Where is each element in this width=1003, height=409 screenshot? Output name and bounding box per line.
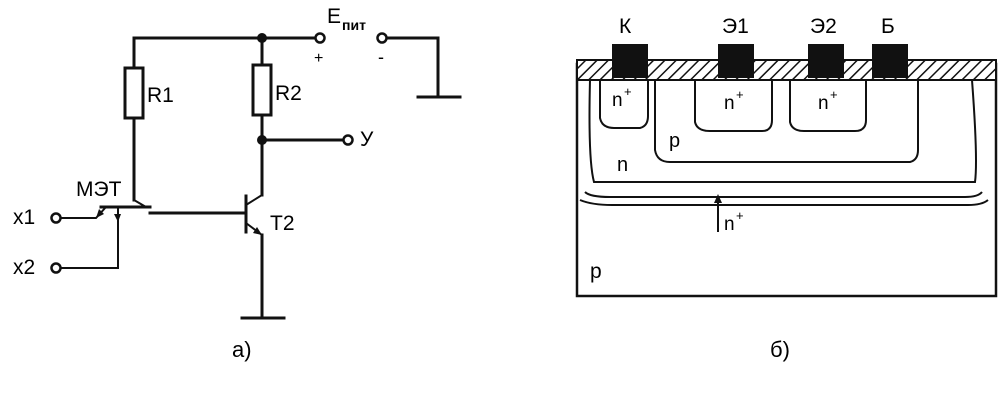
minus-sign-label: -: [378, 47, 384, 67]
contact-e2: [808, 44, 844, 78]
n-plus-buried-label: n: [724, 214, 735, 235]
t2-collector-lead: [245, 194, 263, 206]
supply-ground-wire: [385, 36, 440, 99]
contact-b-label: Б: [881, 15, 895, 38]
n-plus-collector-sup: +: [624, 84, 632, 99]
circuit-caption: а): [232, 337, 252, 362]
n-plus-e2-label: n: [818, 93, 829, 114]
supply-minus-terminal: [376, 32, 388, 44]
contact-e2-label: Э2: [810, 15, 837, 38]
n-plus-buried-layer-bottom: [579, 199, 989, 206]
n-collector-label: n: [617, 154, 628, 176]
p-base-label: p: [669, 130, 680, 152]
contact-e1-label: Э1: [722, 15, 749, 38]
buried-layer-arrow-icon: [714, 194, 722, 203]
supply-plus-terminal: [314, 32, 326, 44]
n-plus-e1-label: n: [724, 93, 735, 114]
contact-k: [612, 44, 648, 78]
output-terminal: [342, 134, 354, 146]
contact-k-label: К: [619, 15, 632, 38]
x1-label: x1: [13, 206, 35, 229]
r1-label: R1: [147, 84, 174, 107]
n-plus-e1-sup: +: [736, 87, 744, 102]
chip-structure: К Э1 Э2 Б n + n + n + p n n + p б): [575, 15, 998, 362]
met-label: МЭТ: [76, 178, 122, 201]
met-emitter-2-arrow-icon: [114, 214, 121, 222]
output-label: У: [360, 128, 374, 151]
contact-b: [872, 44, 908, 78]
n-plus-collector-contact: [599, 80, 649, 129]
t2-label: T2: [270, 212, 295, 235]
r2-label: R2: [275, 82, 302, 105]
x1-input-terminal: [50, 212, 62, 224]
circuit-schematic: E пит + - R1 R2 У МЭТ T2 x1 x2 а): [13, 5, 462, 362]
n-collector-region: [588, 79, 977, 183]
n-plus-buried-sup: +: [736, 208, 744, 223]
p-substrate: [575, 62, 998, 298]
supply-label: E: [327, 5, 341, 28]
resistor-r1: [123, 66, 145, 120]
t2-emitter-arrow-icon: [253, 227, 262, 235]
p-base-region: [654, 80, 919, 163]
resistor-r2: [251, 63, 273, 117]
x2-input-terminal: [50, 262, 62, 274]
met-collector-lead: [133, 199, 147, 208]
met-emitter-2: [60, 207, 119, 269]
met-emitter-1-arrow-icon: [96, 209, 104, 218]
p-substrate-label: p: [590, 260, 602, 283]
x2-label: x2: [13, 256, 35, 279]
n-plus-buried-layer: [584, 191, 983, 198]
n-plus-emitter-2: [789, 80, 867, 132]
contact-e1: [718, 44, 754, 78]
plus-sign-label: +: [314, 50, 323, 67]
structure-caption: б): [770, 337, 790, 362]
n-plus-collector-label: n: [612, 90, 623, 111]
n-plus-e2-sup: +: [830, 87, 838, 102]
n-plus-emitter-1: [694, 80, 773, 132]
supply-subscript: пит: [342, 17, 366, 33]
